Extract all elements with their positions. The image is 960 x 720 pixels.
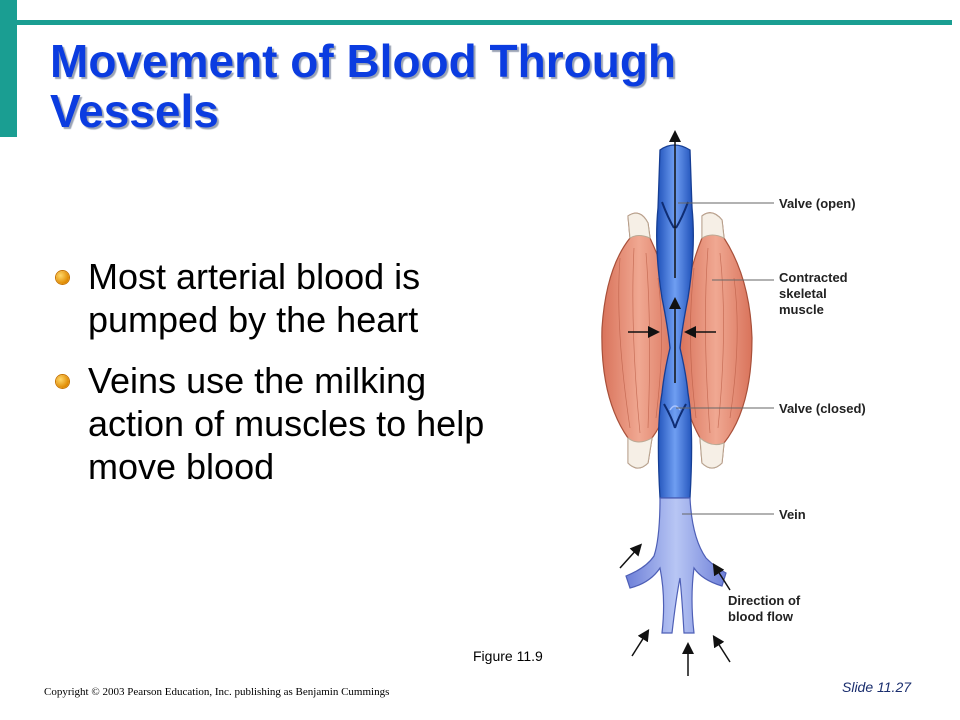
accent-bar-horizontal [17, 20, 952, 25]
label-flow-line2: blood flow [728, 609, 794, 624]
slide-number: Slide 11.27 [842, 679, 912, 695]
label-valve-closed: Valve (closed) [779, 401, 866, 416]
figure-caption: Figure 11.9 [473, 648, 543, 664]
bullet-text: Most arterial blood is pumped by the hea… [88, 256, 421, 340]
label-muscle-line1: Contracted [779, 270, 848, 285]
label-vein: Vein [779, 507, 806, 522]
label-flow-line1: Direction of [728, 593, 801, 608]
right-muscle [679, 212, 753, 469]
bullet-item: Veins use the milking action of muscles … [50, 359, 530, 488]
accent-bar-vertical [0, 0, 17, 137]
incoming-flow-arrows [619, 543, 731, 676]
label-valve-open: Valve (open) [779, 196, 856, 211]
leader-lines [676, 202, 774, 515]
bullet-item: Most arterial blood is pumped by the hea… [50, 255, 530, 341]
bullet-text: Veins use the milking action of muscles … [88, 360, 485, 487]
vein-muscle-diagram: Valve (open) Contracted skeletal muscle … [601, 130, 866, 676]
label-muscle-line2: skeletal [779, 286, 827, 301]
copyright-notice: Copyright © 2003 Pearson Education, Inc.… [44, 686, 390, 698]
slide-title: Movement of Blood Through Vessels [50, 35, 677, 137]
bullet-dot-icon [56, 375, 69, 388]
bullet-list: Most arterial blood is pumped by the hea… [50, 255, 530, 506]
left-muscle [601, 212, 678, 469]
bullet-dot-icon [56, 271, 69, 284]
label-muscle-line3: muscle [779, 302, 824, 317]
